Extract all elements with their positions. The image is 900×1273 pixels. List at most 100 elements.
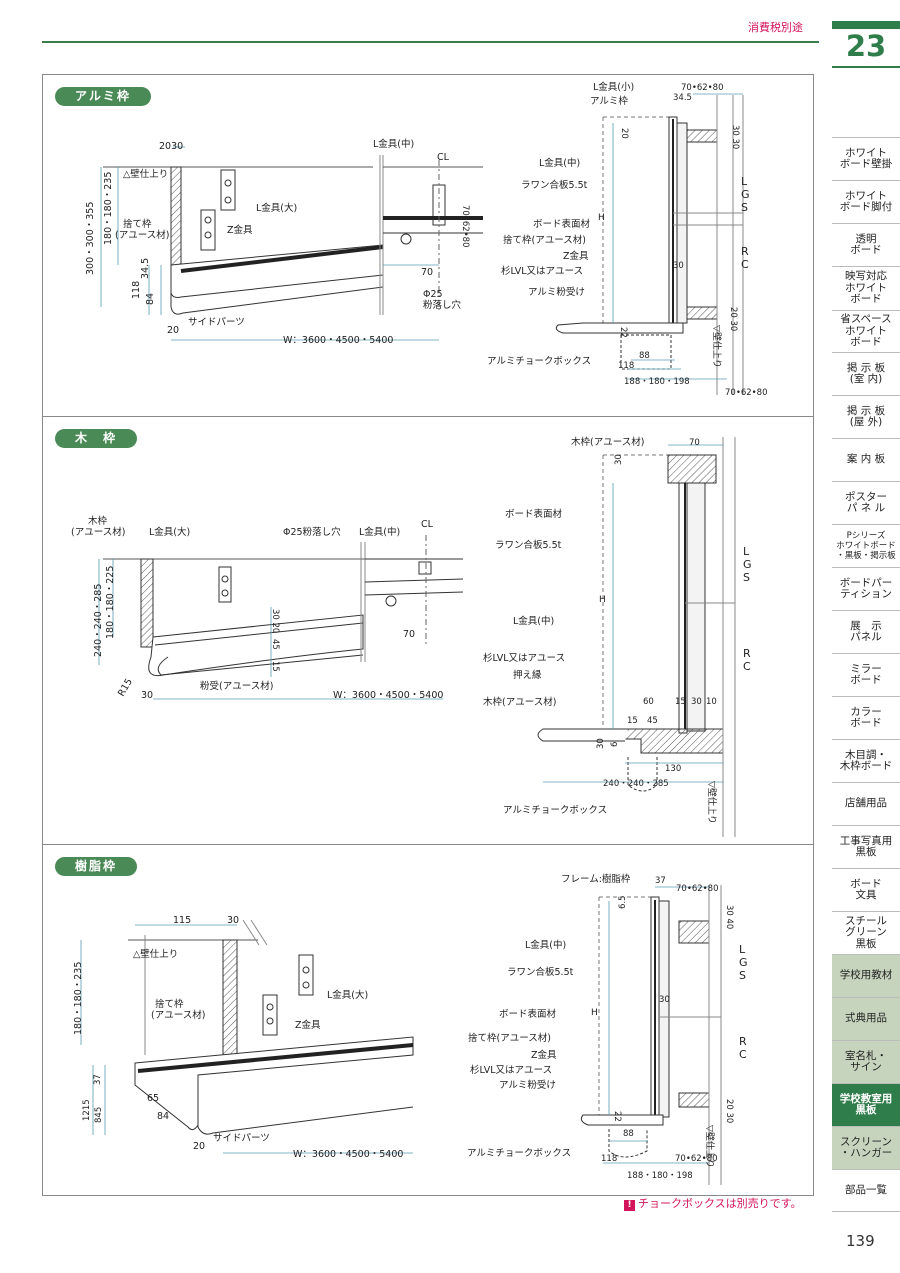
sidebar-item[interactable]: ポスター パ ネ ル xyxy=(832,481,900,524)
dim-2030: 2030 xyxy=(159,141,183,152)
dim-3030: 30 30 xyxy=(730,125,740,149)
wall-label: ▽壁仕上り xyxy=(704,1125,716,1168)
l-mid-label-r: L金具(中) xyxy=(539,157,580,169)
r15-label: R15 xyxy=(116,677,135,699)
chapter-number: 23 xyxy=(845,29,887,63)
dim-88: 88 xyxy=(623,1129,634,1139)
dim-70: 70 xyxy=(689,438,700,448)
side-parts-label: サイドパーツ xyxy=(213,1133,270,1144)
vert-dim: 180・180・235 xyxy=(73,962,84,1035)
alumi-waku-label: アルミ枠 xyxy=(590,95,628,107)
sidebar-item[interactable]: 掲 示 板 (室 内) xyxy=(832,352,900,395)
dim-30: 30 xyxy=(227,915,239,926)
sidebar-item[interactable]: ミラー ボード xyxy=(832,653,900,696)
sidebar-item[interactable]: Pシリーズ ホワイトボード ・黒板・掲示板 xyxy=(832,524,900,567)
dim-20: 20 xyxy=(619,128,629,139)
stetewaku-label: 捨て枠(アユース材) xyxy=(115,218,169,241)
z-label-r: Z金具 xyxy=(563,250,589,262)
wall-label: ▽壁仕上り xyxy=(711,325,723,368)
sidebar-item[interactable]: スクリーン ・ハンガー xyxy=(832,1126,900,1169)
sugi-label: 杉LVL又はアユース xyxy=(483,652,565,664)
h-label: H xyxy=(598,213,605,223)
dim-45: 45 xyxy=(270,639,280,650)
dim-22: 22 xyxy=(612,1111,622,1122)
sidebar-item[interactable]: スチール グリーン 黒板 xyxy=(832,911,900,954)
dim-118: 118 xyxy=(131,281,142,299)
chapter-bar xyxy=(832,21,900,29)
l-large-label: L金具(大) xyxy=(149,526,190,538)
section-moku: 木 枠 木枠(アユース材) L金具(大) Φ25粉落し穴 L金具(中) xyxy=(42,416,814,844)
sidebar-item[interactable]: 映写対応 ホワイト ボード xyxy=(832,266,900,310)
dim-22: 22 xyxy=(618,327,628,338)
dim-240: 240・240・285 xyxy=(603,779,669,789)
dim-30b: 30 xyxy=(691,697,702,707)
sidebar-item-active[interactable]: 学校教室用 黒板 xyxy=(832,1083,900,1126)
header-rule xyxy=(42,41,819,43)
dim-2030: 20 30 xyxy=(728,307,738,331)
dim-2030: 20 30 xyxy=(724,1099,734,1123)
dim-345: 34.5 xyxy=(673,93,692,103)
l-mid-label-r: L金具(中) xyxy=(513,615,554,627)
l-mid-label-r: L金具(中) xyxy=(525,939,566,951)
dim-20: 20 xyxy=(193,1141,205,1152)
width-label: W：3600・4500・5400 xyxy=(333,690,443,701)
stetewaku-label-r: 捨て枠(アユース材) xyxy=(503,234,586,246)
category-sidebar: ホワイト ボード壁掛 ホワイト ボード脚付 透明 ボード 映写対応 ホワイト ボ… xyxy=(832,137,900,1212)
sidebar-item[interactable]: 省スペース ホワイト ボード xyxy=(832,310,900,352)
sidebar-item[interactable]: 掲 示 板 (屋 外) xyxy=(832,395,900,438)
wall-label: ▽壁仕上り xyxy=(706,781,718,824)
wall-top-label: △壁仕上り xyxy=(123,168,168,180)
sidebar-item[interactable]: 学校用教材 xyxy=(832,954,900,997)
sidebar-item[interactable]: 案 内 板 xyxy=(832,438,900,481)
dim-30: 30 xyxy=(673,261,684,271)
dim-30: 30 xyxy=(659,995,670,1005)
mokuwaku-label-r: 木枠(アユース材) xyxy=(571,436,644,448)
dim-37: 37 xyxy=(655,876,666,886)
uke-label: アルミ粉受け xyxy=(499,1079,556,1091)
cl-label: CL xyxy=(421,519,434,530)
dim-15: 15 xyxy=(675,697,686,707)
sidebar-item[interactable]: ホワイト ボード脚付 xyxy=(832,180,900,223)
lauan-label: ラワン合板5.5t xyxy=(495,539,562,551)
box-label: アルミチョークボックス xyxy=(503,805,607,816)
mokuwaku-label: 木枠(アユース材) xyxy=(71,515,125,538)
sidebar-item[interactable]: 展 示 パネル xyxy=(832,610,900,653)
dim-15: 15 xyxy=(270,661,280,672)
dim-115: 115 xyxy=(173,915,191,926)
sidebar-item[interactable]: 工事写真用 黒板 xyxy=(832,825,900,868)
sidebar-item[interactable]: ボード 文具 xyxy=(832,868,900,911)
sidebar-item[interactable]: 式典用品 xyxy=(832,997,900,1040)
dim-3040: 30 40 xyxy=(724,905,734,929)
vert-dim-2: 180・180・235 xyxy=(103,172,114,245)
l-large-label: L金具(大) xyxy=(327,989,368,1001)
lauan-label: ラワン合板5.5t xyxy=(521,179,588,191)
sidebar-item[interactable]: ボードパー ティション xyxy=(832,567,900,610)
sidebar-item[interactable]: カラー ボード xyxy=(832,696,900,739)
lauan-label: ラワン合板5.5t xyxy=(507,966,574,978)
dim-1215: 1215 xyxy=(82,1099,92,1121)
stetewaku-label-r: 捨て枠(アユース材) xyxy=(468,1032,551,1044)
stetewaku-label: 捨て枠(アユース材) xyxy=(151,998,205,1021)
phi-label: Φ25粉落し穴 xyxy=(283,526,341,538)
box-label: アルミチョークボックス xyxy=(487,356,591,367)
z-label: Z金具 xyxy=(227,224,253,236)
z-label: Z金具 xyxy=(295,1019,321,1031)
sidebar-item[interactable]: 室名札・ サイン xyxy=(832,1040,900,1083)
sidebar-item[interactable]: 透明 ボード xyxy=(832,223,900,266)
sidebar-item[interactable]: 店舗用品 xyxy=(832,782,900,825)
dim-345: 34.5 xyxy=(140,258,151,279)
oshi-label: 押え縁 xyxy=(513,669,542,681)
dim-30: 30 xyxy=(141,690,153,701)
sidebar-item[interactable]: 部品一覧 xyxy=(832,1169,900,1212)
dim-30-20: 30 20 xyxy=(270,609,280,633)
sidebar-item[interactable]: 木目調・ 木枠ボード xyxy=(832,739,900,782)
sidebar-item[interactable]: ホワイト ボード壁掛 xyxy=(832,137,900,180)
l-mid-label: L金具(中) xyxy=(373,138,414,150)
vert-dim: 300・300・355 xyxy=(85,202,96,275)
dim-88: 88 xyxy=(639,351,650,361)
section-label: アルミ枠 xyxy=(55,87,151,106)
width-label: W：3600・4500・5400 xyxy=(283,335,393,346)
